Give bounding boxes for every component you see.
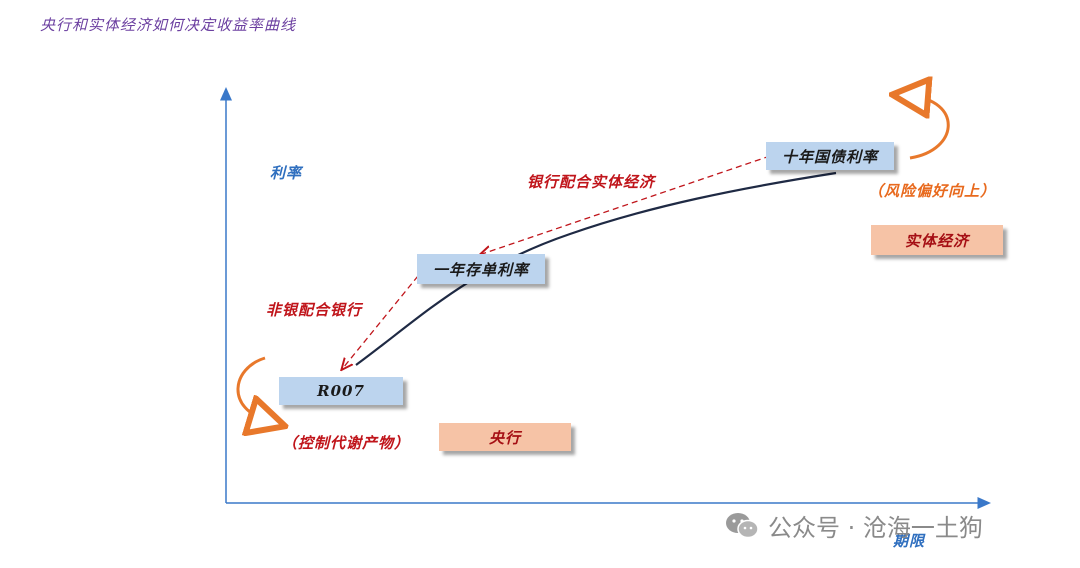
- watermark: 公众号 · 沧海一土狗: [724, 508, 983, 543]
- annotation-risk-appetite: （风险偏好向上）: [868, 182, 997, 200]
- cycle-arrow-top-right: [910, 96, 950, 160]
- dashed-arrow-economy-to-one-year: [482, 155, 771, 254]
- y-axis-label: 利率: [270, 164, 303, 182]
- watermark-text: 公众号 · 沧海一土狗: [768, 514, 983, 542]
- node-ten-year-rate: 十年国债利率: [766, 142, 894, 170]
- node-one-year-rate: 一年存单利率: [417, 254, 545, 284]
- annotation-banks-with-economy: 银行配合实体经济: [527, 173, 656, 191]
- wechat-icon: [726, 512, 759, 538]
- node-r007: R007: [279, 377, 403, 405]
- x-axis-label: 期限: [893, 532, 926, 550]
- node-central-bank: 央行: [439, 423, 571, 451]
- cycle-arrow-bottom-left: [236, 356, 268, 421]
- dashed-arrow-one-year-to-r007: [343, 275, 419, 368]
- annotation-control-metabolism: （控制代谢产物）: [282, 434, 411, 452]
- yield-curve-line: [355, 171, 837, 366]
- annotation-nonbank-with-banks: 非银配合银行: [266, 301, 363, 319]
- page-title: 央行和实体经济如何决定收益率曲线: [40, 16, 297, 34]
- node-real-economy: 实体经济: [871, 225, 1003, 255]
